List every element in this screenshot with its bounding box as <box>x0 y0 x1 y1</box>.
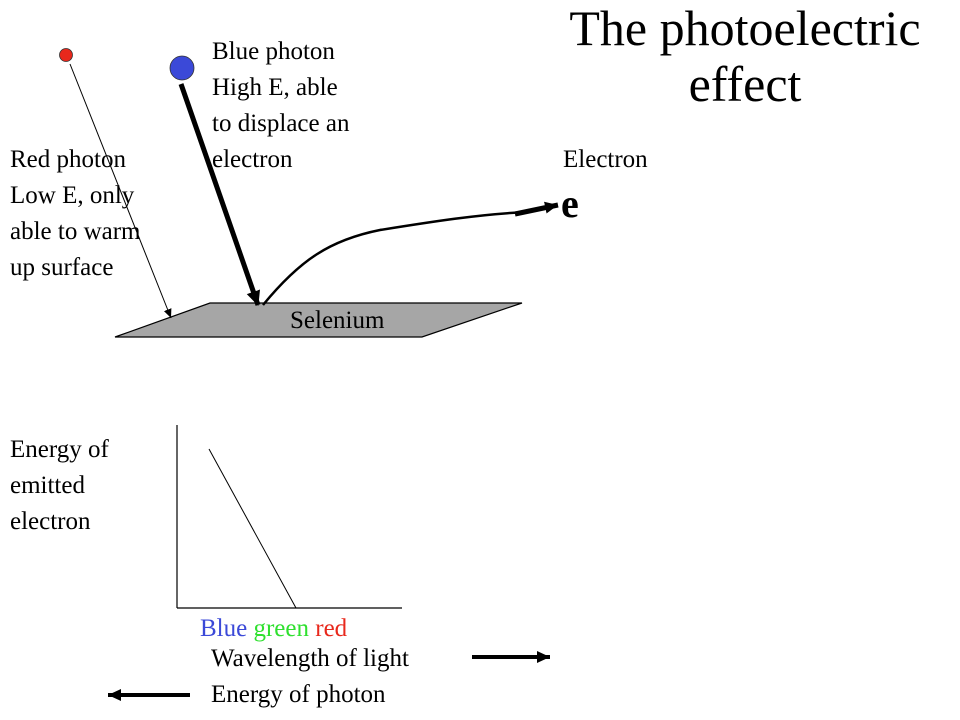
title-line-1: The photoelectric <box>569 0 921 56</box>
color-label-green: green <box>253 615 309 642</box>
graph-y-label-line-1: Energy of <box>10 436 109 463</box>
red-photon-line-3: able to warm <box>10 218 141 245</box>
graph-color-scale: Blue green red <box>200 612 347 646</box>
title-line-2: effect <box>688 56 802 112</box>
blue-photon-line-1: Blue photon <box>212 38 335 65</box>
red-photon-line-1: Red photon <box>10 146 126 173</box>
graph-energy-line <box>208 448 297 609</box>
energy-of-photon-label: Energy of photon <box>211 681 386 708</box>
red-photon-label: Red photon Low E, only able to warm up s… <box>10 142 141 286</box>
blue-photon-label: Blue photon High E, able to displace an … <box>212 34 349 178</box>
red-photon-path-arrow <box>69 63 172 319</box>
electron-label: Electron <box>563 146 648 173</box>
blue-photon-path-arrow <box>178 83 261 306</box>
electron-symbol: e <box>561 181 579 226</box>
selenium-surface <box>114 302 523 338</box>
graph-y-label: Energy of emitted electron <box>10 432 109 540</box>
graph-y-label-line-3: electron <box>10 508 91 535</box>
wavelength-label: Wavelength of light <box>211 645 409 672</box>
blue-photon-line-4: electron <box>212 146 293 173</box>
red-photon-dot <box>59 48 73 62</box>
blue-photon-line-3: to displace an <box>212 110 350 137</box>
color-label-red: red <box>315 615 348 642</box>
page-title: The photoelectric effect <box>530 0 960 112</box>
blue-photon-dot <box>169 55 195 81</box>
red-photon-line-4: up surface <box>10 254 114 281</box>
electron-arrow-head <box>514 201 559 217</box>
electron-path-arrow <box>262 210 529 306</box>
red-photon-line-2: Low E, only <box>10 182 135 209</box>
blue-photon-line-2: High E, able <box>212 74 338 101</box>
color-label-blue: Blue <box>200 615 248 642</box>
graph-y-label-line-2: emitted <box>10 472 85 499</box>
selenium-label: Selenium <box>290 307 385 334</box>
